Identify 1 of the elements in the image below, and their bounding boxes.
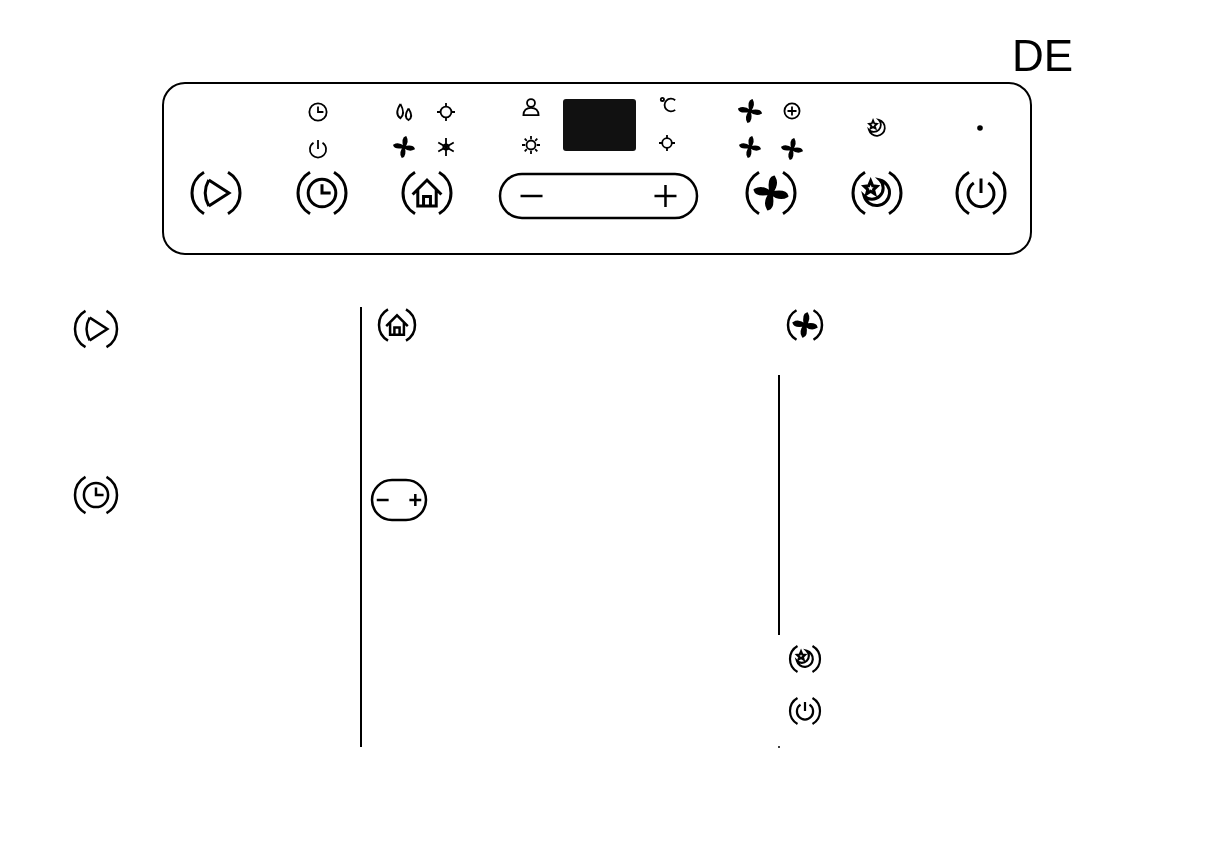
language-code: DE: [1012, 34, 1074, 78]
